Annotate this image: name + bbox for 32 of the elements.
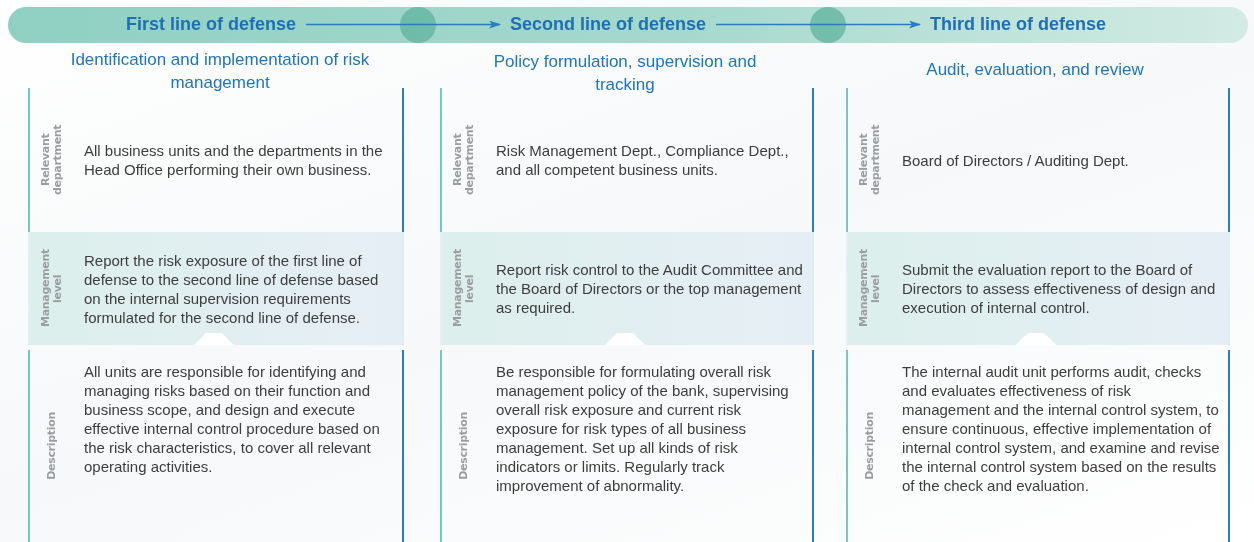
arrow	[715, 20, 921, 29]
line-title: Third line of defense	[930, 14, 1107, 35]
row-description: Report risk control to the Audit Committee and the Board of Directors or the top management as required.	[496, 260, 804, 317]
row-description: All business units and the departments in the Head Office performing their own business.	[84, 141, 384, 179]
bordered-row-panel	[846, 350, 1230, 542]
shaded-row-panel	[28, 232, 404, 345]
arrow	[305, 20, 501, 29]
shaded-row-panel	[440, 232, 814, 345]
line-title: First line of defense	[126, 14, 297, 35]
row-description: The internal audit unit performs audit, checks and evaluates effectiveness of risk management and the internal control system, to ensure continuous, effective implementation of internal control system, and examine and revise the internal control system based on the results of the check and evaluation.	[902, 362, 1221, 495]
row-description: Be responsible for formulating overall risk management policy of the bank, supervising overall risk exposure and current risk exposure for risk types of all business management. Set up all kinds of risk indicators or limits. Regularly track improvement of abnormality.	[496, 362, 790, 495]
column-subtitle: Identification and implementation of risk management	[69, 49, 371, 94]
row-description: All units are responsible for identifying and managing risks based on their function and business scope, and design and execute effective internal control procedure based on the risk characteristics, to cover all relevant operating activities.	[84, 362, 381, 476]
row-heading: Management level	[452, 250, 476, 327]
row-heading: Description	[864, 412, 876, 480]
row-heading: Relevant department	[858, 123, 882, 198]
row-heading: Management level	[858, 250, 882, 327]
row-heading: Description	[46, 412, 58, 480]
shaded-row-panel	[846, 232, 1230, 345]
row-description: Board of Directors / Auditing Dept.	[902, 150, 1129, 170]
row-heading: Relevant department	[452, 123, 476, 198]
line-title: Second line of defense	[510, 14, 707, 35]
row-heading: Relevant department	[40, 123, 64, 198]
bordered-row-panel	[28, 350, 404, 542]
row-description: Risk Management Dept., Compliance Dept., and all competent business units.	[496, 141, 790, 179]
row-description: Report the risk exposure of the first line of defense to the second line of defense based on the internal supervision requirements formulated for the second line of defense.	[84, 250, 380, 327]
bordered-row-panel	[440, 350, 814, 542]
column-subtitle: Policy formulation, supervision and tracking	[492, 51, 758, 96]
column-subtitle: Audit, evaluation, and review	[925, 59, 1145, 81]
row-heading: Management level	[40, 250, 64, 327]
row-description: Submit the evaluation report to the Board of Directors to assess effectiveness of design and execution of internal control.	[902, 260, 1217, 317]
row-heading: Description	[458, 412, 470, 480]
